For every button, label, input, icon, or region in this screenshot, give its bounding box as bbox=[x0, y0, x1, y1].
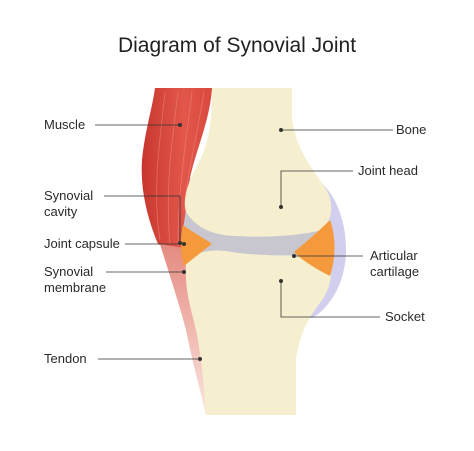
label-synovial-cavity-line2: cavity bbox=[44, 204, 78, 219]
label-joint-capsule: Joint capsule bbox=[44, 236, 120, 251]
label-muscle: Muscle bbox=[44, 117, 86, 132]
label-synovial-cavity: Synovial cavity bbox=[44, 188, 93, 220]
label-articular-cartilage-line2: cartilage bbox=[370, 264, 420, 279]
label-synovial-membrane: Synovial membrane bbox=[44, 264, 106, 296]
label-bone: Bone bbox=[396, 122, 427, 137]
tendon-shape bbox=[160, 244, 212, 415]
articular-cartilage-right bbox=[294, 220, 335, 276]
label-socket: Socket bbox=[385, 309, 425, 324]
label-joint-head: Joint head bbox=[358, 163, 418, 178]
label-tendon: Tendon bbox=[44, 351, 87, 366]
upper-bone-shape bbox=[184, 88, 332, 237]
label-synovial-cavity-line1: Synovial bbox=[44, 188, 94, 203]
synovial-cavity-shape bbox=[183, 212, 328, 262]
label-synovial-membrane-line1: Synovial bbox=[44, 264, 94, 279]
label-articular-cartilage: Articular cartilage bbox=[370, 248, 419, 280]
articular-cartilage-left bbox=[180, 225, 212, 266]
muscle-shape bbox=[141, 88, 212, 249]
label-synovial-membrane-line2: membrane bbox=[44, 280, 107, 295]
label-articular-cartilage-line1: Articular bbox=[370, 248, 418, 263]
diagram-title: Diagram of Synovial Joint bbox=[117, 34, 357, 57]
lower-bone-shape bbox=[185, 250, 331, 415]
